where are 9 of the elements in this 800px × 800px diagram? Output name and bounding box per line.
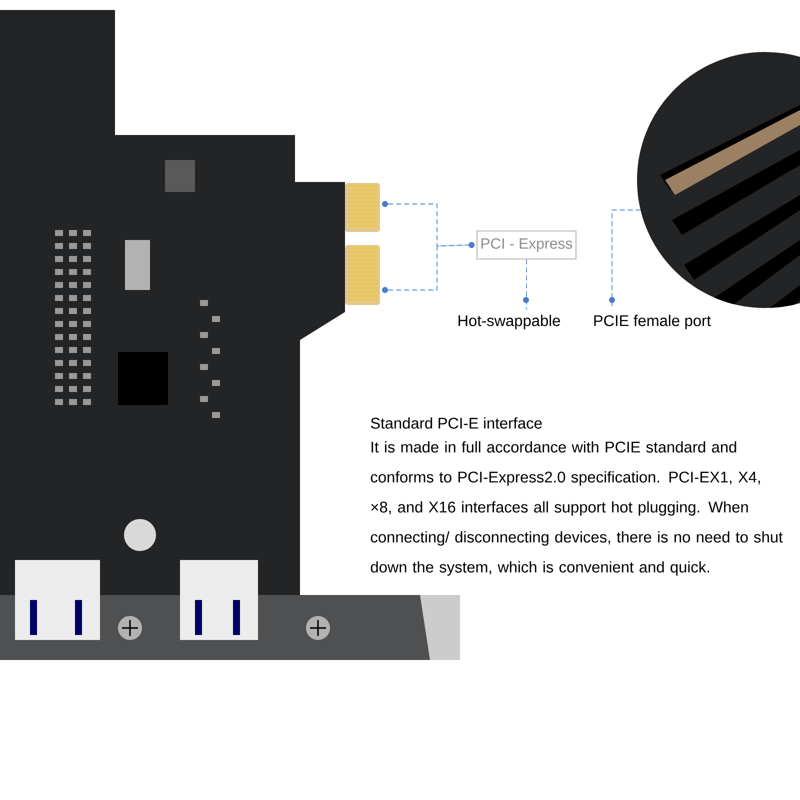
leader-line	[526, 258, 527, 310]
leader-line	[612, 210, 642, 310]
callout-text: Hot-swappable	[458, 314, 560, 330]
description-text: It is made in full accordance with PCIE standard and conforms to PCI-Express2.0 specification. PCI-EX1, X4, ×8, and X16 interfaces all support hot plugging. When connecting/ disconnecting devices, there is no need to shut down the system, which is convenient and quick.	[370, 441, 783, 576]
leader-line	[388, 244, 470, 290]
motherboard-photo	[637, 52, 800, 308]
callout-text: PCIE female port	[594, 314, 711, 330]
heading-text: Standard PCI-E interface	[370, 417, 542, 429]
label-box: PCI - Express	[468, 230, 576, 260]
